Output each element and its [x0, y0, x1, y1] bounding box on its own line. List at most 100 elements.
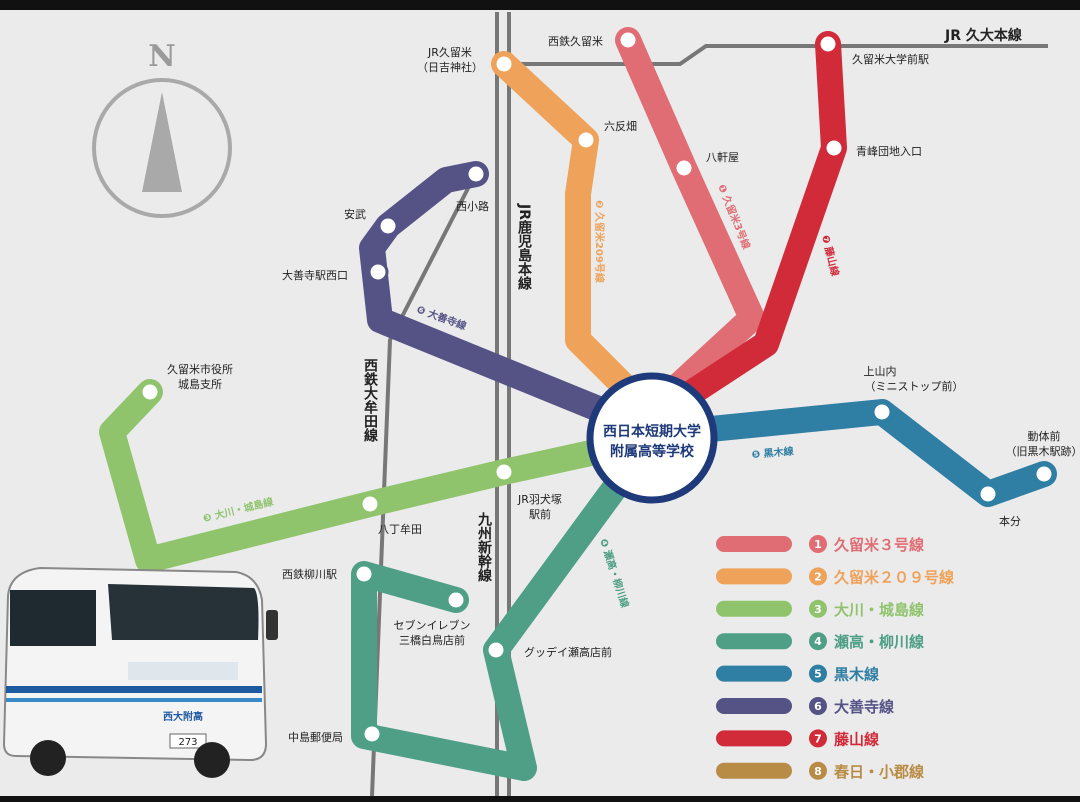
legend-number-badge — [809, 632, 827, 651]
stop-dotaimae[interactable] — [1033, 463, 1055, 485]
legend-number-badge — [809, 599, 827, 618]
bus-mirror — [266, 610, 278, 640]
route-5-path — [637, 399, 1057, 507]
route-3-path — [99, 379, 663, 573]
railway-kyudai — [520, 44, 1048, 66]
legend-label: 春日・小郡線 — [834, 763, 924, 781]
bus-wheel-rear — [30, 740, 66, 776]
legend-label: 久留米３号線 — [834, 536, 924, 554]
stop-nishikoji[interactable] — [465, 163, 487, 185]
stop-kamiyamauchi[interactable] — [871, 401, 893, 423]
legend-swatch — [716, 730, 792, 747]
stop-goodday[interactable] — [485, 639, 507, 661]
school-hub[interactable]: 西日本短期大学 附属高等学校 — [586, 372, 718, 504]
stop-hachikenya[interactable] — [673, 157, 695, 179]
stop-labels: 西鉄久留米 JR久留米 （日吉神社） 六反畑 八軒屋 久留米大学前駅 青峰団地入… — [167, 34, 1080, 744]
legend-label: 大川・城島線 — [834, 601, 924, 619]
bus-windshield — [108, 584, 259, 640]
label-yasutake: 安武 — [344, 207, 366, 221]
legend-number-badge — [809, 761, 827, 780]
label-jr-kurume-b: （日吉神社） — [417, 60, 483, 74]
stop-hacchomuta[interactable] — [359, 493, 381, 515]
legend-label: 久留米２０９号線 — [834, 568, 954, 586]
legend-number-badge — [809, 535, 827, 553]
label-nakashima: 中島郵便局 — [288, 730, 343, 744]
stop-kurume-univ[interactable] — [817, 33, 839, 55]
label-kamiyamauchi-a: 上山内 — [864, 364, 897, 378]
hub-circle — [586, 372, 718, 504]
label-kamiyamauchi-b: （ミニストップ前） — [865, 379, 964, 393]
legend-swatch — [716, 536, 792, 552]
bus-illustration: 西大附高 273 — [2, 566, 278, 778]
legend-number: 5 — [814, 668, 822, 681]
bus-stripe-bottom — [6, 698, 262, 702]
bus-grille — [128, 662, 238, 680]
stop-aomine[interactable] — [823, 137, 845, 159]
label-haitsuka-b: 駅前 — [529, 507, 551, 521]
legend-number: 2 — [814, 570, 822, 583]
legend-swatch — [716, 568, 792, 585]
legend-swatch — [716, 762, 792, 779]
label-hachikenya: 八軒屋 — [706, 151, 739, 164]
route-2-path — [491, 51, 663, 425]
label-kurume-univ: 久留米大学前駅 — [852, 52, 929, 66]
legend-number: 7 — [814, 732, 822, 745]
route-1-path — [615, 27, 765, 425]
stop-nakashima[interactable] — [361, 723, 383, 745]
label-city-office-b: 城島支所 — [178, 377, 222, 391]
stop-daizenji[interactable] — [367, 261, 389, 283]
label-dotaimae-b: （旧黒木駅跡） — [1006, 444, 1080, 458]
legend-item: 5 黒木線 — [716, 664, 879, 684]
legend-label: 藤山線 — [834, 730, 879, 748]
stop-honbun[interactable] — [977, 483, 999, 505]
label-yanagawa: 西鉄柳川駅 — [282, 567, 337, 581]
bus-company-name: 西大附高 — [163, 710, 203, 723]
compass: N — [92, 39, 232, 218]
label-city-office-a: 久留米市役所 — [167, 362, 233, 376]
label-honbun: 本分 — [999, 514, 1021, 528]
stop-jr-kurume[interactable] — [493, 53, 515, 75]
stop-yasutake[interactable] — [377, 215, 399, 237]
bus-plate — [169, 733, 207, 749]
stop-haitsuka[interactable] — [493, 461, 515, 483]
label-nishikoji: 西小路 — [456, 200, 489, 213]
stop-rokutanbata[interactable] — [575, 129, 597, 151]
railway-label-kyudai: JR 久大本線 — [944, 27, 1022, 44]
label-aomine: 青峰団地入口 — [856, 145, 922, 158]
bus-routes — [99, 27, 1057, 781]
legend-swatch — [716, 698, 792, 714]
railway-label-nishitetsu: 西鉄大牟田線 — [362, 358, 378, 443]
label-hacchomuta: 八丁牟田 — [378, 522, 422, 536]
legend-number: 6 — [814, 700, 822, 713]
hub-name-line2: 附属高等学校 — [610, 443, 695, 460]
legend-number-badge — [809, 567, 827, 586]
legend-label: 瀬高・柳川線 — [834, 633, 924, 651]
label-jr-kurume-a: JR久留米 — [427, 46, 472, 59]
legend-label: 黒木線 — [834, 666, 879, 684]
label-daizenji: 大善寺駅西口 — [282, 268, 348, 282]
stop-nishitetsu-kurume[interactable] — [617, 29, 639, 51]
bus-stripe-top — [6, 686, 262, 693]
route-tag-2: ❷ 久留米209号線 — [593, 200, 606, 283]
bus-wheel-front — [194, 742, 230, 778]
stop-seven-eleven[interactable] — [445, 589, 467, 611]
legend-item: 4 瀬高・柳川線 — [716, 632, 924, 651]
bus-plate-number: 273 — [178, 737, 197, 748]
stop-city-office[interactable] — [139, 381, 161, 403]
stop-yanagawa[interactable] — [353, 563, 375, 585]
legend-swatch — [716, 665, 792, 682]
legend-number: 4 — [814, 635, 822, 648]
legend-swatch — [716, 600, 792, 617]
legend-number-badge — [809, 697, 827, 715]
stop-markers — [139, 29, 1055, 745]
label-rokutanbata: 六反畑 — [604, 120, 637, 133]
label-dotaimae-a: 動体前 — [1028, 429, 1061, 443]
hub-name-line1: 西日本短期大学 — [603, 423, 701, 440]
compass-ring — [92, 78, 232, 218]
